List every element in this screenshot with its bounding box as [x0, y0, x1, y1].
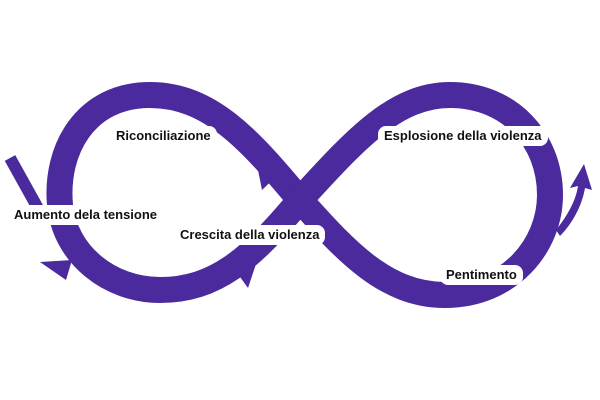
left-loop-band — [46, 81, 310, 304]
start-tail — [4, 155, 46, 215]
stage-label-esplosione: Esplosione della violenza — [378, 126, 548, 146]
stage-label-pentimento: Pentimento — [440, 265, 523, 285]
arrowhead-icon — [258, 168, 285, 190]
stage-label-riconciliazione: Riconciliazione — [110, 126, 217, 146]
stage-label-crescita: Crescita della violenza — [174, 225, 326, 245]
arrowhead-icon — [40, 260, 72, 280]
end-arrow-icon — [556, 164, 592, 236]
stage-label-aumento: Aumento dela tensione — [8, 205, 164, 225]
arrowhead-icon — [380, 96, 410, 118]
arrowhead-icon — [235, 252, 260, 288]
